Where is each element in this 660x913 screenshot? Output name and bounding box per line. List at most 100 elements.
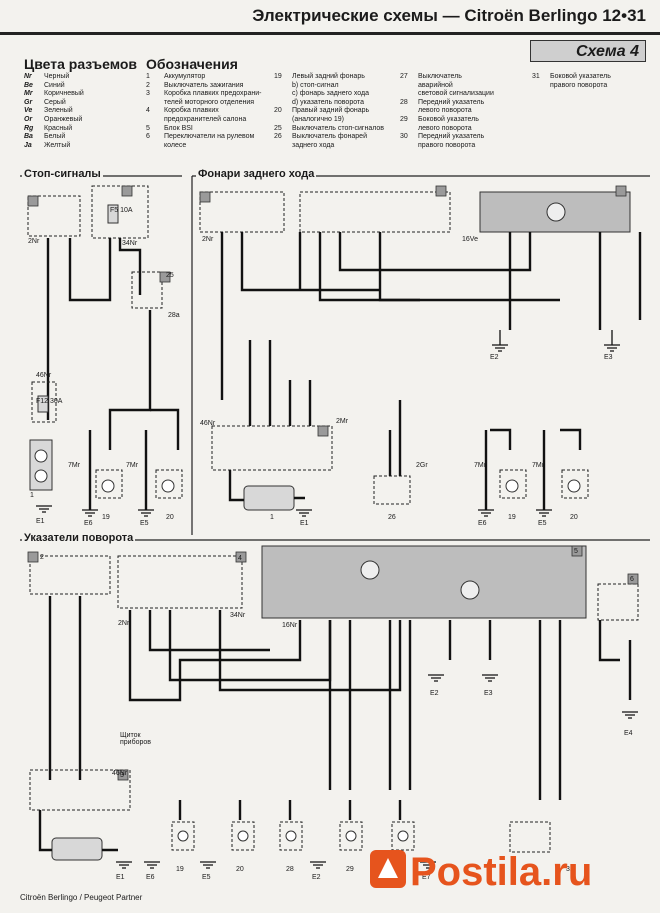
fuse-box-4-turn	[117, 555, 243, 609]
label-7mr-rev-19: 7Mr	[474, 462, 487, 469]
wire-m1-reverse	[484, 430, 546, 510]
label-e2-turn-bottom: E2	[312, 874, 321, 881]
wire-m1-stop	[88, 430, 148, 510]
wire-to-19	[108, 310, 152, 450]
lamp-19-turn	[171, 821, 195, 851]
label-comp-5-turn: 5	[574, 548, 578, 555]
fuse-box-4-reverse	[299, 191, 451, 233]
colors-title: Цвета разъемов	[24, 56, 138, 72]
label-46nr-stop: 46Nr	[36, 372, 52, 379]
label-7mr-rev-20: 7Mr	[532, 462, 545, 469]
label-comp-28: 28	[286, 866, 294, 873]
label-comp-25: 25	[166, 272, 174, 279]
watermark: Postila.ru	[410, 850, 593, 894]
footer: Citroën Berlingo / Peugeot Partner	[20, 893, 143, 902]
section-turn-title: Указатели поворота	[22, 532, 136, 544]
label-46nr-rev: 46Nr	[200, 420, 216, 427]
label-46nr-turn: 46Nr	[112, 770, 128, 777]
scheme-label: Схема 4	[530, 40, 646, 62]
label-7mr-stop-19: 7Mr	[68, 462, 81, 469]
label-comp-20-rev: 20	[570, 514, 578, 521]
page-title: Электрические схемы — Citroën Berlingo 1…	[252, 6, 646, 25]
label-comp-3-turn: 3	[120, 772, 124, 779]
fuse-box-3-stop	[31, 381, 57, 423]
steering-switch-6	[597, 583, 639, 621]
label-e5-turn: E5	[202, 874, 211, 881]
label-e2-rev: E2	[490, 354, 499, 361]
ignition-switch-box-reverse	[199, 191, 285, 233]
page-header: Электрические схемы — Citroën Berlingo 1…	[0, 0, 660, 35]
reverse-switch-26	[373, 475, 411, 505]
designations-title: Обозначения	[146, 56, 238, 72]
lamp-20-turn	[231, 821, 255, 851]
label-comp-20-stop: 20	[166, 514, 174, 521]
bsi-unit-turn	[261, 545, 587, 619]
ignition-switch-box-turn	[29, 555, 111, 595]
label-e6-rev: E6	[478, 520, 487, 527]
battery-turn	[51, 837, 103, 861]
label-comp-19-stop: 19	[102, 514, 110, 521]
lamp-20-reverse	[561, 469, 589, 499]
label-comp-29: 29	[346, 866, 354, 873]
stop-switch-25	[131, 271, 163, 309]
label-e7-turn: E7	[422, 874, 431, 881]
label-comp-6: 6	[630, 576, 634, 583]
lamp-28-turn	[279, 821, 303, 851]
label-comp-31: 31	[566, 866, 574, 873]
wires-turn-right	[448, 620, 620, 800]
label-comp-2-turn: 2	[40, 554, 44, 561]
lamp-19-reverse	[499, 469, 527, 499]
label-7mr-stop-20: 7Mr	[126, 462, 139, 469]
label-e1-stop: E1	[36, 518, 45, 525]
section-reverse-title: Фонари заднего хода	[196, 168, 317, 180]
label-f5: F5 10A	[110, 207, 133, 214]
postila-logo-icon	[370, 850, 406, 888]
wires-turn-down	[328, 620, 412, 790]
fuse-box-3-turn	[29, 769, 131, 811]
hazard-switch-27	[509, 821, 551, 853]
wire-cc-stop	[68, 238, 112, 302]
ground-symbols	[36, 344, 638, 869]
wire-to-lamps-reverse	[490, 428, 582, 450]
label-e3-turn: E3	[484, 690, 493, 697]
label-e2-turn: E2	[430, 690, 439, 697]
label-comp-4-turn: 4	[238, 555, 242, 562]
wires-to-fusebox-3	[248, 340, 312, 426]
fuse-box-3-reverse	[211, 425, 333, 471]
label-comp-1-stop: 1	[30, 492, 34, 499]
wires-reverse-right	[508, 232, 642, 330]
wires-to-turn-lamps	[178, 800, 402, 820]
label-f12-stop: F12 30A	[36, 398, 63, 405]
label-2nr-rev: 2Nr	[202, 236, 214, 243]
label-e5-stop: E5	[140, 520, 149, 527]
label-e5-rev: E5	[538, 520, 547, 527]
tag-4	[121, 185, 133, 197]
wire-battery-turn	[38, 810, 118, 852]
lamp-20-stop	[155, 469, 183, 499]
label-2nr-stop: 2Nr	[28, 238, 40, 245]
label-e4-turn: E4	[624, 730, 633, 737]
label-2gr-rev: 2Gr	[416, 462, 428, 469]
ignition-switch-box-stop	[27, 195, 81, 237]
label-16ve: 16Ve	[462, 236, 478, 243]
label-panel: Щиток приборов	[120, 732, 152, 746]
tag-2	[27, 195, 39, 207]
label-2nr-turn: 2Nr	[118, 620, 130, 627]
wires-turn-mid	[148, 610, 402, 692]
label-28a: 28a	[168, 312, 180, 319]
fuse-f12-stop	[37, 395, 49, 413]
wires-reverse-mid	[338, 232, 560, 302]
label-e6-turn: E6	[146, 874, 155, 881]
label-comp-19-rev: 19	[508, 514, 516, 521]
label-comp-20-turn: 20	[236, 866, 244, 873]
label-e1-rev: E1	[300, 520, 309, 527]
wires-turn-left	[48, 596, 302, 780]
fuse-f5	[107, 204, 119, 224]
label-34nr-stop: 34Nr	[122, 240, 138, 247]
wire-battery-reverse	[228, 470, 305, 502]
label-2mr: 2Mr	[336, 418, 349, 425]
